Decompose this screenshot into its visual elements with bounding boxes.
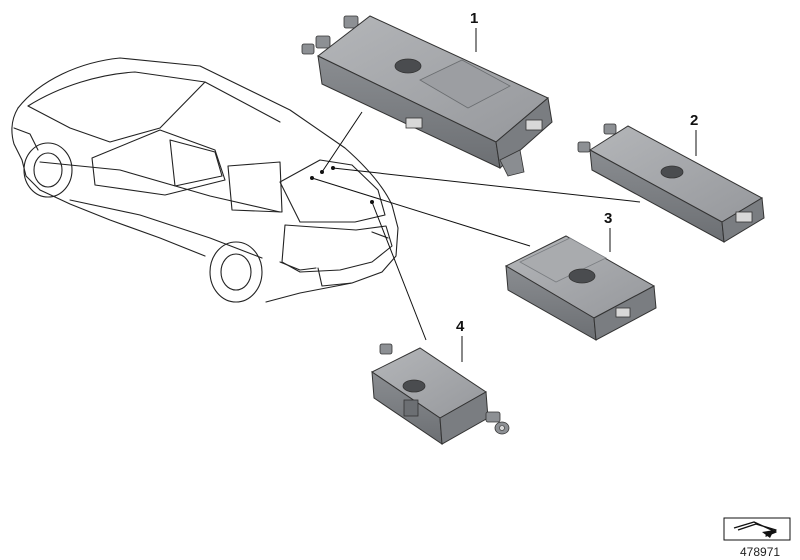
- orientation-arrow-icon: [733, 521, 777, 538]
- mount-point-dot: [331, 166, 335, 170]
- mount-point-dot: [310, 176, 314, 180]
- callouts: 1 2 3 4: [456, 10, 698, 362]
- callout-4: 4: [456, 318, 465, 335]
- mount-point-dot: [370, 200, 374, 204]
- reference-number: 478971: [740, 545, 780, 559]
- part-3-antenna-module[interactable]: [504, 235, 657, 341]
- mount-point-dot: [320, 170, 324, 174]
- leader-line-3: [311, 177, 531, 247]
- leader-line-2: [332, 167, 641, 203]
- leader-lines: [310, 111, 641, 341]
- callout-3: 3: [604, 210, 612, 227]
- callout-1: 1: [470, 10, 478, 27]
- part-2-antenna-module[interactable]: [577, 123, 765, 243]
- leader-line-1: [321, 111, 363, 173]
- callout-2: 2: [690, 112, 698, 129]
- leader-line-4: [371, 201, 427, 341]
- part-1-antenna-module[interactable]: [301, 15, 553, 177]
- car-outline-icon: [11, 57, 399, 303]
- orientation-box: 478971: [723, 517, 791, 559]
- part-4-antenna-module[interactable]: [371, 343, 510, 445]
